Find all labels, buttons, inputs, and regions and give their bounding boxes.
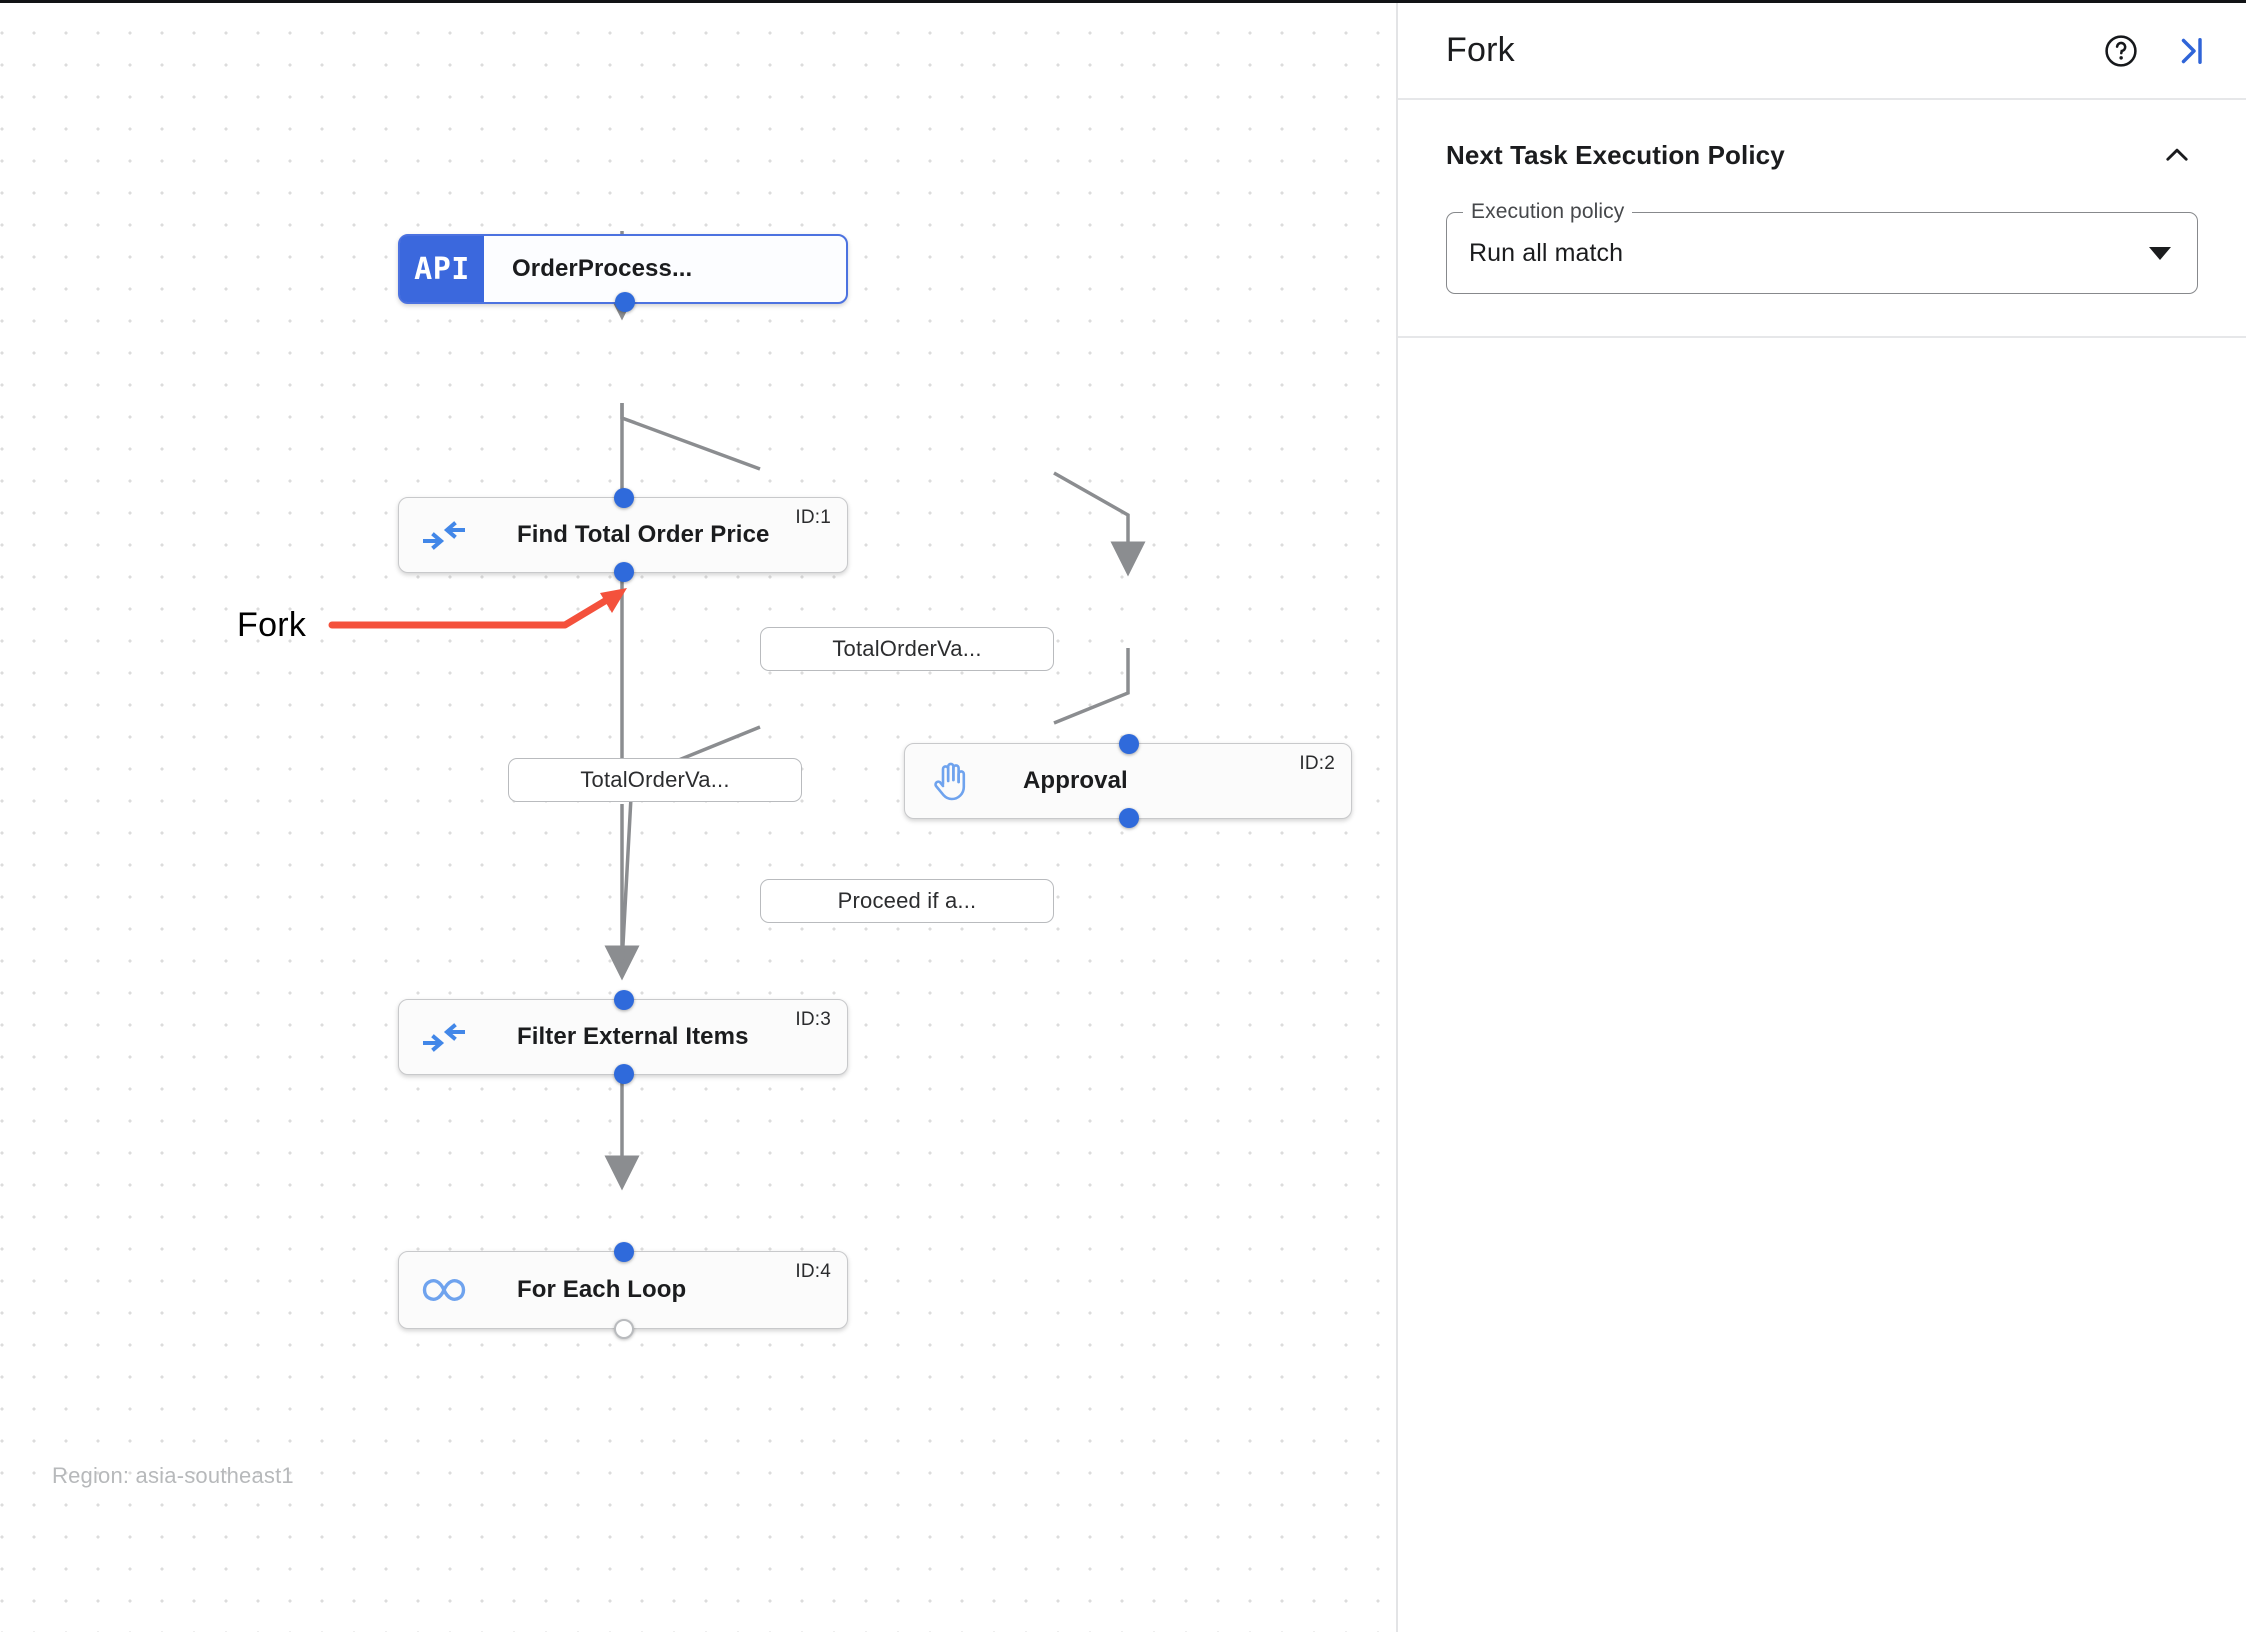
node-find-total-order-price[interactable]: Find Total Order Price ID:1 — [398, 488, 848, 582]
next-task-execution-policy-section: Next Task Execution Policy Execution pol… — [1398, 100, 2246, 338]
infinity-icon — [399, 1252, 489, 1328]
node-output-handle[interactable] — [1119, 808, 1139, 828]
hand-icon — [905, 744, 995, 818]
chevron-up-icon[interactable] — [2156, 134, 2198, 176]
node-input-handle[interactable] — [614, 990, 634, 1010]
canvas-panel-divider — [1396, 3, 1398, 1632]
converging-arrows-icon — [399, 498, 489, 572]
window-top-edge — [0, 0, 2246, 3]
edge-label-to-approval[interactable]: TotalOrderVa... — [760, 627, 1054, 671]
converging-arrows-icon — [399, 1000, 489, 1074]
node-id-label: ID:1 — [795, 507, 831, 528]
page-title: Fork — [1446, 31, 1515, 69]
node-filter-external-items[interactable]: Filter External Items ID:3 — [398, 990, 848, 1084]
node-title: Approval — [1023, 767, 1128, 794]
node-for-each-loop[interactable]: For Each Loop ID:4 — [398, 1242, 848, 1339]
execution-policy-value: Run all match — [1469, 238, 1624, 267]
node-input-handle[interactable] — [614, 488, 634, 508]
node-id-label: ID:4 — [795, 1261, 831, 1282]
node-output-handle[interactable] — [614, 562, 634, 582]
edge-label-proceed[interactable]: Proceed if a... — [760, 879, 1054, 923]
node-output-handle[interactable] — [615, 292, 635, 312]
region-caption: Region: asia-southeast1 — [52, 1463, 294, 1488]
panel-header-actions — [2100, 30, 2212, 72]
edge-label-text: Proceed if a... — [837, 888, 977, 913]
node-id-label: ID:2 — [1299, 753, 1335, 774]
properties-panel: Fork Next Task — [1398, 3, 2246, 1632]
edge-label-direct-to-filter[interactable]: TotalOrderVa... — [508, 758, 802, 802]
flow-canvas[interactable]: Fork API OrderProcess... Find Total Orde… — [0, 3, 1396, 1632]
collapse-right-icon[interactable] — [2170, 30, 2212, 72]
node-output-handle[interactable] — [614, 1319, 634, 1339]
edge-label-text: TotalOrderVa... — [580, 767, 730, 792]
node-order-process[interactable]: API OrderProcess... — [398, 234, 848, 312]
node-id-label: ID:3 — [795, 1009, 831, 1030]
node-input-handle[interactable] — [614, 1242, 634, 1262]
node-output-handle[interactable] — [614, 1064, 634, 1084]
execution-policy-label: Execution policy — [1463, 200, 1633, 224]
caret-down-icon[interactable] — [2149, 246, 2171, 260]
help-circle-icon[interactable] — [2100, 30, 2142, 72]
node-title: OrderProcess... — [512, 255, 693, 282]
node-title: Find Total Order Price — [517, 521, 770, 548]
node-input-handle[interactable] — [1119, 734, 1139, 754]
section-header[interactable]: Next Task Execution Policy — [1446, 134, 2198, 176]
node-title: Filter External Items — [517, 1023, 749, 1050]
node-title: For Each Loop — [517, 1276, 687, 1303]
section-title: Next Task Execution Policy — [1446, 139, 1785, 170]
edge-label-text: TotalOrderVa... — [832, 636, 982, 661]
panel-header: Fork — [1398, 3, 2246, 100]
api-icon: API — [400, 236, 484, 302]
execution-policy-select[interactable]: Execution policy Run all match — [1446, 200, 2198, 294]
node-approval[interactable]: Approval ID:2 — [904, 734, 1352, 828]
annotation-label-fork: Fork — [237, 606, 307, 644]
